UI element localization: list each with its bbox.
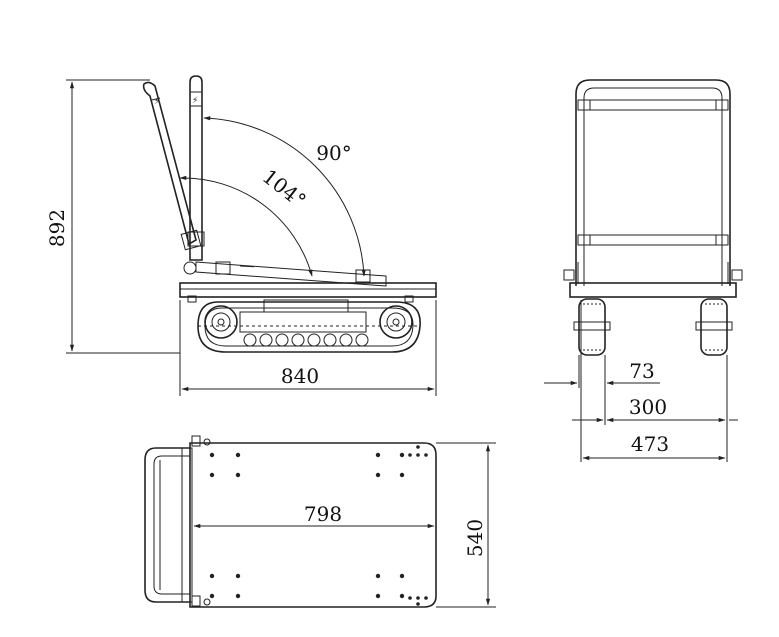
height-label: 892	[45, 209, 69, 247]
platform-length-dimension: 798	[193, 502, 435, 529]
mounting-holes	[209, 445, 428, 606]
wheel-width-dimension: 73	[544, 355, 660, 425]
angle-90-arc: 90°	[203, 116, 366, 277]
side-view: 892 ⚡ ⚡ 90°	[45, 75, 437, 396]
overall-width-dimension: 473	[580, 300, 728, 462]
platform-length-label: 798	[304, 502, 342, 526]
front-handle	[575, 79, 731, 286]
height-dimension: 892	[45, 79, 180, 354]
side-width-label: 840	[281, 364, 319, 388]
top-view: 798 540	[144, 435, 496, 608]
top-platform	[189, 442, 437, 608]
platform-width-dimension: 540	[436, 442, 496, 608]
angle-104-label: 104°	[258, 164, 311, 213]
track-width-label: 300	[629, 395, 667, 419]
upright-handle: ⚡	[187, 75, 205, 261]
top-handle	[144, 435, 211, 607]
angle-90-label: 90°	[316, 141, 351, 165]
svg-text:⚡: ⚡	[154, 97, 160, 107]
front-left-wheel	[573, 298, 611, 356]
crawler-track	[197, 299, 421, 353]
wheel-width-label: 73	[629, 359, 654, 383]
side-platform	[179, 282, 437, 303]
road-wheels	[243, 333, 369, 347]
side-width-dimension: 840	[179, 300, 437, 396]
front-platform	[563, 262, 743, 298]
front-right-wheel	[695, 298, 733, 356]
front-view: 73 300 473	[544, 79, 743, 462]
svg-text:⚡: ⚡	[192, 96, 198, 106]
overall-width-label: 473	[631, 432, 669, 456]
track-width-dimension: 300	[572, 355, 738, 425]
tilted-handle: ⚡	[142, 81, 202, 251]
platform-width-label: 540	[463, 519, 487, 557]
